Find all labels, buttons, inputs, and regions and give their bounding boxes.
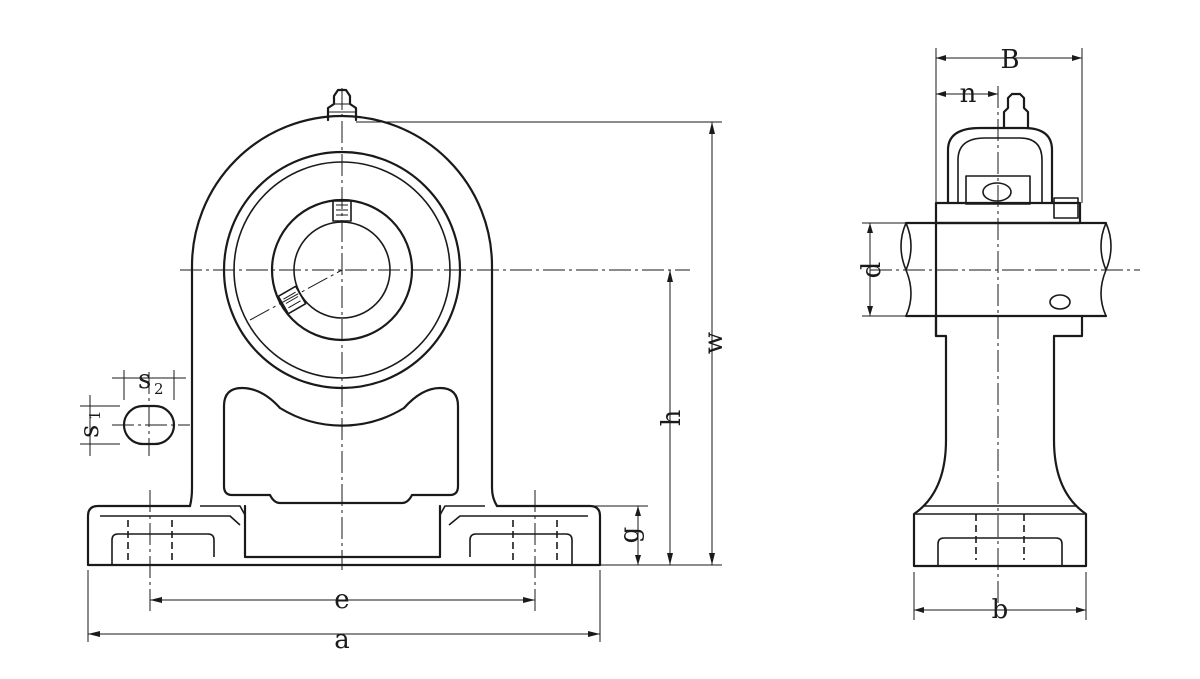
- label-s1: s: [75, 425, 105, 438]
- label-a: a: [334, 625, 350, 655]
- label-w: w: [699, 332, 729, 354]
- label-d: d: [857, 262, 887, 279]
- label-B: B: [1000, 45, 1019, 75]
- side-cap-inner: [957, 137, 1043, 203]
- angled-screw-centerline: [249, 269, 343, 321]
- angled-set-screw: [277, 285, 307, 315]
- housing-window: [222, 386, 460, 505]
- label-n: n: [960, 79, 977, 109]
- dim-d-arrows: [867, 223, 873, 316]
- label-s1-sub: 1: [86, 410, 104, 420]
- side-shaft-screw: [1049, 294, 1071, 310]
- label-h: h: [657, 409, 687, 426]
- side-housing-cap: [946, 126, 1054, 205]
- label-s2-sub: 2: [154, 380, 164, 398]
- side-grease-nipple: [1002, 92, 1030, 130]
- right-foot-slot: [469, 533, 573, 565]
- front-view: a e w h g s 2 s 1: [75, 88, 729, 655]
- label-s2: s: [138, 365, 151, 395]
- side-collar: [934, 201, 1082, 225]
- side-view: B n d b: [857, 45, 1140, 625]
- side-set-screw: [1053, 197, 1079, 219]
- side-ball: [982, 182, 1012, 202]
- label-b: b: [992, 595, 1009, 625]
- front-base-step: [100, 515, 588, 526]
- label-g: g: [615, 527, 645, 544]
- label-e: e: [334, 585, 349, 615]
- side-base-top: [914, 505, 1086, 515]
- housing-body: [188, 114, 499, 508]
- side-pedestal: [912, 221, 1088, 568]
- left-foot-slot: [111, 533, 215, 565]
- housing-fillet: [200, 505, 485, 516]
- side-base-slot: [937, 537, 1063, 566]
- front-base-outline: [86, 504, 602, 567]
